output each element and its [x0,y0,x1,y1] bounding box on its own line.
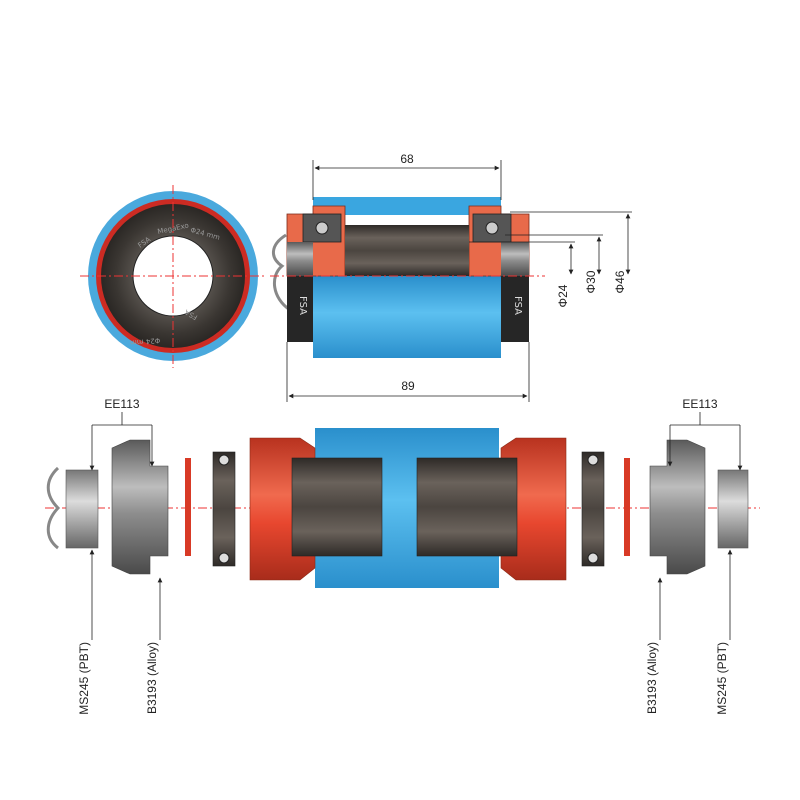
end-view: FSA MegaExo Φ24 mm FSA Φ24 mm [80,185,265,368]
sleeve-section-top [313,197,501,215]
sleeve-exterior [313,276,501,358]
b3193-left-label: B3193 (Alloy) [145,642,159,714]
left-adapter-section [287,242,313,276]
left-wave-spacer [46,466,61,550]
end-view-size-text-2: Φ24 mm [129,336,160,347]
right-bearing-ball [485,221,499,235]
left-seal [185,458,191,556]
right-inner-tube [416,457,518,557]
ms245-right-label: MS245 (PBT) [715,642,729,715]
dia-24-label: Φ24 [556,284,570,307]
dia-46-label: Φ46 [613,270,627,293]
exploded-view: EE113 EE113 MS245 (PBT) B3193 (Alloy) B3… [45,397,760,715]
dim-68-label: 68 [400,152,414,166]
right-cup-exterior [501,276,529,342]
dim-89-label: 89 [401,379,415,393]
left-cup-logo: FSA [297,296,308,315]
right-b3193-cup [649,439,706,575]
right-bearing-ball-top [587,454,599,466]
right-ms245-adapter [717,469,749,549]
right-bearing-ball-bottom [587,552,599,564]
left-bearing-ball-bottom [218,552,230,564]
right-cup-logo: FSA [512,296,523,315]
ee113-right-label: EE113 [682,397,717,411]
left-bearing-exploded [212,451,236,567]
b3193-right-label: B3193 (Alloy) [645,642,659,714]
left-b3193-cup [111,439,169,575]
left-bearing-ball-top [218,454,230,466]
right-seal [624,458,630,556]
ms245-left-label: MS245 (PBT) [77,642,91,715]
right-bearing-exploded [581,451,605,567]
dia-30-label: Φ30 [584,270,598,293]
ee113-left-label: EE113 [104,397,139,411]
left-bearing-ball [315,221,329,235]
left-cup-exterior [287,276,313,342]
assembled-section: FSA FSA 68 89 Φ24 Φ30 Φ46 [270,152,632,402]
left-clip-spacer [272,233,291,312]
right-adapter-section [501,242,529,276]
left-inner-tube [291,457,383,557]
inner-tube-section [345,225,469,276]
left-ms245-adapter [65,469,99,549]
